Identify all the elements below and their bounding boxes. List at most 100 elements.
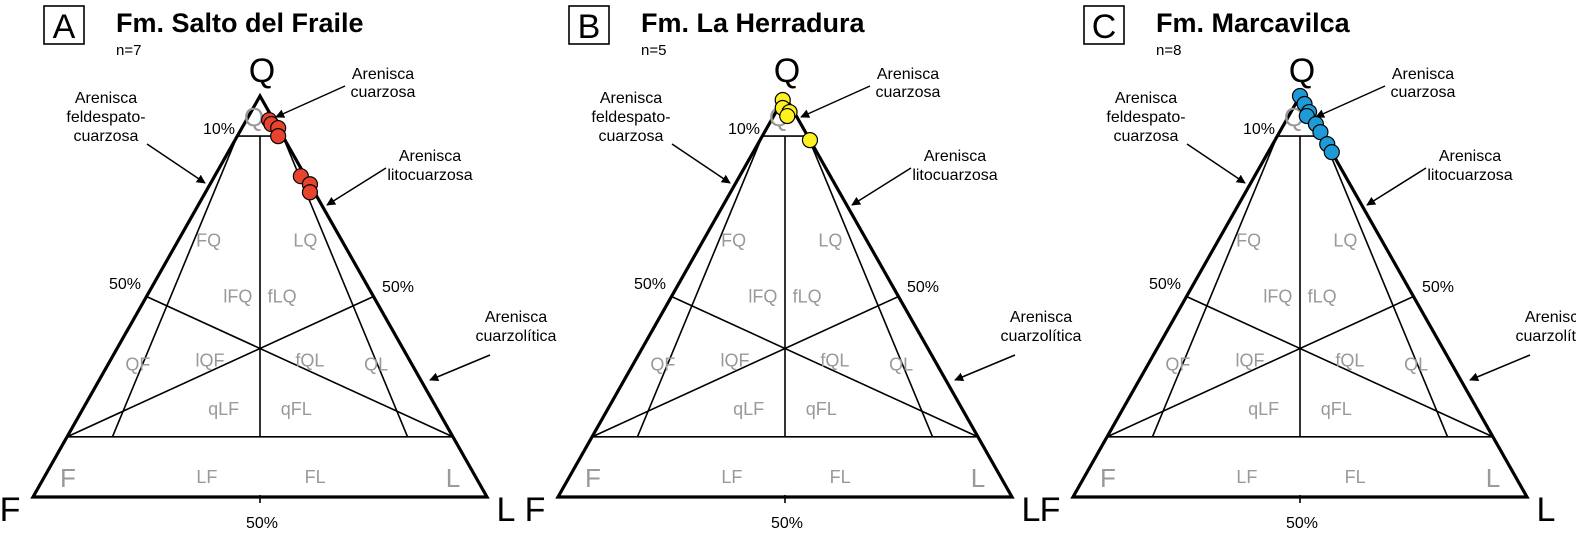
- zone-label-fql: fQL: [295, 351, 324, 371]
- arrow-litocuarzosa: [1366, 167, 1427, 206]
- label-fifty-percent-left: 50%: [109, 276, 141, 293]
- panel-letter: A: [53, 8, 76, 46]
- zone-label-lfq: lFQ: [223, 287, 252, 307]
- zone-label-qf: QF: [125, 355, 150, 375]
- fifty-percent-right-line: [1106, 295, 1414, 438]
- zone-label-lq: LQ: [818, 230, 842, 250]
- vertex-q: Q: [249, 52, 275, 90]
- zone-label-flq: fLQ: [793, 287, 822, 307]
- fifty-percent-left-line: [146, 295, 454, 438]
- zone-label-lqf: lQF: [196, 351, 225, 371]
- vertex-q: Q: [774, 52, 800, 90]
- zone-label-qlf: qLF: [733, 399, 764, 419]
- sample-point: [801, 132, 819, 149]
- label-fifty-percent-right: 50%: [1422, 279, 1454, 296]
- fifty-percent-right-line: [591, 295, 899, 438]
- zone-label-lqf: lQF: [1236, 351, 1265, 371]
- zone-label-qfl: qFL: [281, 399, 312, 419]
- panel-letter-box: [568, 5, 610, 45]
- arrow-cuarzosa: [1315, 85, 1386, 118]
- label-ten-percent: 10%: [203, 121, 235, 138]
- panel-letter-box: [43, 5, 85, 45]
- zone-label-lqf: lQF: [721, 351, 750, 371]
- label-ten-percent: 10%: [728, 121, 760, 138]
- arrow-cuarzolitica: [429, 354, 491, 382]
- label-fifty-percent-bottom: 50%: [771, 515, 803, 532]
- arrow-cuarzosa: [275, 85, 346, 118]
- zone-label-fl: FL: [1345, 467, 1366, 487]
- vertex-l: L: [1022, 491, 1041, 529]
- zone-label-f-corner: F: [1100, 463, 1116, 493]
- label-fifty-percent-right: 50%: [382, 279, 414, 296]
- label-fifty-percent-bottom: 50%: [1286, 515, 1318, 532]
- arrow-feldespato-cuarzosa: [671, 143, 731, 184]
- panel-letter: B: [578, 8, 601, 46]
- zone-label-l-corner: L: [446, 463, 460, 493]
- zone-label-ql: QL: [1404, 355, 1428, 375]
- zone-label-fql: fQL: [820, 351, 849, 371]
- lq-field-boundary: [806, 135, 934, 438]
- label-ten-percent: 10%: [1243, 121, 1275, 138]
- zone-label-flq: fLQ: [268, 287, 297, 307]
- vertex-f: F: [1040, 491, 1061, 529]
- zone-label-l-corner: L: [971, 463, 985, 493]
- arrow-litocuarzosa: [326, 167, 387, 206]
- label-fifty-percent-left: 50%: [634, 276, 666, 293]
- zone-label-l-corner: L: [1486, 463, 1500, 493]
- sample-point: [1312, 123, 1329, 141]
- zone-label-ql: QL: [364, 355, 388, 375]
- zone-label-fq: FQ: [721, 230, 746, 250]
- zone-label-fl: FL: [305, 467, 326, 487]
- zone-label-qfl: qFL: [806, 399, 837, 419]
- arrow-cuarzolitica: [1469, 354, 1531, 382]
- zone-label-qlf: qLF: [1248, 399, 1279, 419]
- panel-title: Fm. Marcavilca: [1156, 8, 1351, 38]
- fq-field-boundary: [636, 135, 764, 438]
- fq-field-boundary: [111, 135, 239, 438]
- label-fifty-percent-right: 50%: [907, 279, 939, 296]
- zone-label-f-corner: F: [585, 463, 601, 493]
- vertex-l: L: [1537, 491, 1556, 529]
- sample-point: [1323, 144, 1340, 161]
- zone-label-fl: FL: [830, 467, 851, 487]
- zone-label-lf: LF: [721, 467, 742, 487]
- zone-label-qfl: qFL: [1321, 399, 1352, 419]
- vertex-f: F: [525, 491, 546, 529]
- zone-label-lq: LQ: [293, 230, 317, 250]
- zone-label-lq: LQ: [1333, 230, 1357, 250]
- zone-label-lfq: lFQ: [1263, 287, 1292, 307]
- zone-label-fql: fQL: [1335, 351, 1364, 371]
- zone-label-lfq: lFQ: [748, 287, 777, 307]
- zone-label-q: Q: [244, 102, 264, 132]
- zone-label-ql: QL: [889, 355, 913, 375]
- zone-label-fq: FQ: [196, 230, 221, 250]
- fifty-percent-right-line: [66, 295, 374, 438]
- label-fifty-percent-bottom: 50%: [246, 515, 278, 532]
- arrow-feldespato-cuarzosa: [146, 143, 206, 184]
- arrow-litocuarzosa: [851, 167, 912, 206]
- sample-count: n=8: [1156, 42, 1181, 59]
- sample-point: [779, 107, 796, 125]
- sample-count: n=5: [641, 42, 666, 59]
- vertex-q: Q: [1289, 52, 1315, 90]
- zone-label-f-corner: F: [60, 463, 76, 493]
- vertex-l: L: [497, 491, 516, 529]
- sample-point: [301, 184, 319, 201]
- sample-point: [270, 128, 287, 145]
- panel-title: Fm. La Herradura: [641, 8, 866, 38]
- zone-label-qlf: qLF: [208, 399, 239, 419]
- fifty-percent-left-line: [671, 295, 979, 438]
